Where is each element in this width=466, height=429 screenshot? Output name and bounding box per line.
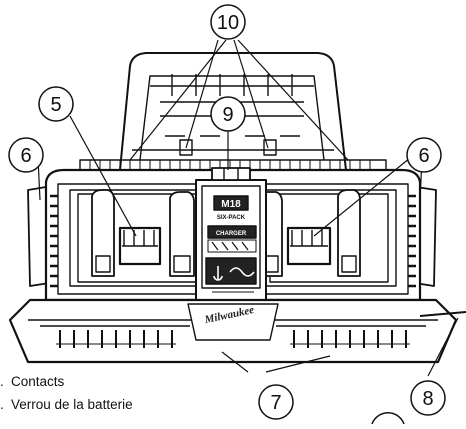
panel-brand-text: M18 bbox=[221, 199, 241, 210]
callout-9: 9 bbox=[222, 104, 233, 126]
legend-item-number: . bbox=[0, 397, 4, 412]
callout-circle-6-left bbox=[8, 137, 44, 173]
callout-circle-partial bbox=[371, 412, 405, 425]
panel-product-line1: SIX-PACK bbox=[217, 215, 246, 221]
callout-circle-7 bbox=[258, 384, 294, 420]
power-cord bbox=[419, 311, 466, 317]
callout-circle-5 bbox=[38, 86, 74, 122]
callout-5: 5 bbox=[50, 94, 61, 116]
leader-lines bbox=[37, 39, 459, 377]
legend-item-battery-lock: . Verrou de la batterie bbox=[0, 397, 133, 412]
legend-item-contacts: . Contacts bbox=[0, 374, 64, 389]
legend-item-text: Contacts bbox=[11, 374, 65, 389]
left-battery-latch bbox=[118, 226, 162, 266]
callout-7: 7 bbox=[270, 392, 281, 414]
legend-item-text: Verrou de la batterie bbox=[11, 397, 133, 412]
callout-10: 10 bbox=[217, 12, 239, 34]
callout-circle-10 bbox=[210, 4, 246, 40]
callout-6-right: 6 bbox=[418, 145, 429, 167]
callout-circle-8 bbox=[410, 380, 446, 416]
callout-6-left: 6 bbox=[20, 145, 31, 167]
center-label-panel bbox=[195, 167, 267, 301]
right-battery-latch bbox=[286, 226, 332, 266]
charger-base bbox=[8, 298, 458, 364]
panel-product-line2: CHARGER bbox=[216, 231, 247, 237]
callout-8: 8 bbox=[422, 388, 433, 410]
legend-item-number: . bbox=[0, 374, 4, 389]
callout-circle-9 bbox=[210, 96, 246, 132]
callout-circle-6-right bbox=[406, 137, 442, 173]
